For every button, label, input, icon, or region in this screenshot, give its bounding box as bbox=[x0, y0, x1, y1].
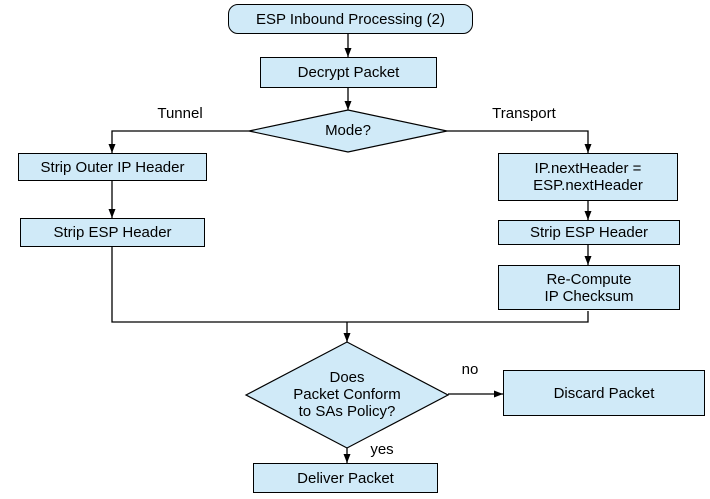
mode-decision-diamond bbox=[248, 109, 448, 153]
node-recompute-ip-checksum: Re-Compute IP Checksum bbox=[498, 265, 680, 310]
mode-decision-label: Mode? bbox=[325, 122, 371, 139]
node-strip-esp-header-transport: Strip ESP Header bbox=[498, 220, 680, 245]
policy-decision-diamond bbox=[244, 341, 450, 449]
edge-label-no: no bbox=[461, 361, 479, 378]
node-strip-outer-ip-header: Strip Outer IP Header bbox=[18, 153, 207, 181]
node-strip-esp-header-tunnel: Strip ESP Header bbox=[20, 218, 205, 247]
edge-merge-rail bbox=[111, 247, 589, 323]
policy-decision-label: Does Packet Conform to SAs Policy? bbox=[293, 369, 401, 420]
edge-label-yes: yes bbox=[370, 441, 394, 458]
node-deliver-packet: Deliver Packet bbox=[253, 463, 438, 493]
node-discard-packet: Discard Packet bbox=[503, 370, 705, 416]
edge-mode-tunnel bbox=[108, 130, 249, 153]
edge-mode-transport bbox=[447, 130, 592, 153]
edge-label-tunnel: Tunnel bbox=[157, 105, 203, 122]
node-start: ESP Inbound Processing (2) bbox=[228, 4, 473, 34]
node-decrypt-packet: Decrypt Packet bbox=[260, 57, 437, 88]
node-ip-nextheader: IP.nextHeader = ESP.nextHeader bbox=[498, 153, 678, 201]
edge-label-transport: Transport bbox=[492, 105, 556, 122]
